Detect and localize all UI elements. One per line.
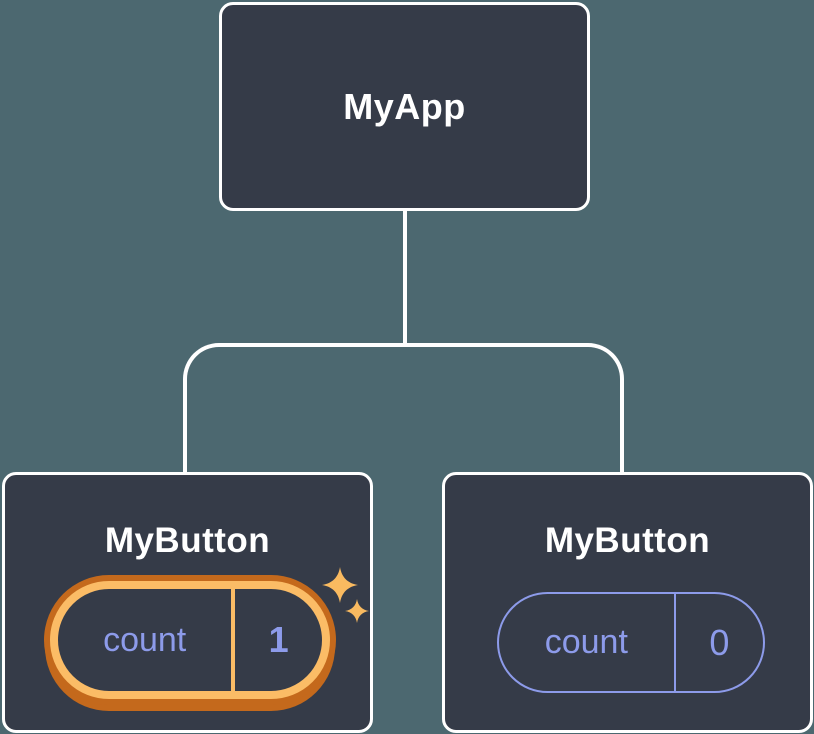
node-mybutton-right-label: MyButton bbox=[544, 521, 711, 560]
state-value: 1 bbox=[231, 589, 322, 691]
sparkle-icon bbox=[322, 567, 358, 603]
edge-branch bbox=[183, 343, 624, 472]
state-value: 0 bbox=[673, 594, 763, 691]
state-key: count bbox=[544, 623, 628, 661]
node-myapp-label: MyApp bbox=[343, 85, 466, 127]
node-mybutton-left: MyButton count 1 bbox=[2, 472, 373, 733]
state-key: count bbox=[103, 620, 187, 659]
sparkle-icon bbox=[345, 599, 369, 623]
node-myapp: MyApp bbox=[219, 2, 590, 211]
node-mybutton-right: MyButton count 0 bbox=[442, 472, 813, 733]
state-pill-highlighted: count 1 bbox=[50, 581, 330, 699]
edge-root-stem bbox=[403, 209, 407, 345]
node-mybutton-left-label: MyButton bbox=[104, 521, 271, 560]
state-pill: count 0 bbox=[497, 592, 765, 693]
